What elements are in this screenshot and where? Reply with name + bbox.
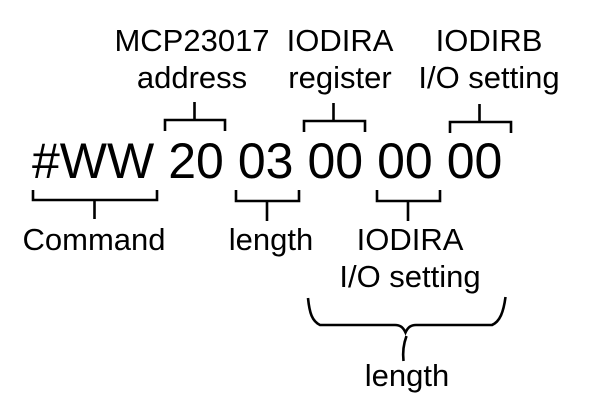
label-mcp23017-address-line2: address bbox=[136, 60, 248, 95]
command-string: #WW 20 03 00 00 00 bbox=[32, 136, 502, 186]
label-iodirb-setting-line2: I/O setting bbox=[418, 60, 560, 95]
token-length: 03 bbox=[237, 133, 294, 189]
label-iodira-setting-line1: IODIRA bbox=[356, 222, 464, 257]
bottom-bracket-length bbox=[234, 190, 301, 221]
label-iodira-register-line1: IODIRA bbox=[286, 23, 394, 58]
label-total-length: length bbox=[365, 357, 449, 394]
label-iodira-register: IODIRA register bbox=[287, 22, 394, 96]
label-length: length bbox=[229, 221, 313, 258]
bottom-bracket-iodira-setting bbox=[375, 190, 442, 221]
top-bracket-address bbox=[163, 102, 227, 131]
label-iodira-register-line2: register bbox=[288, 60, 392, 95]
label-total-length-line1: length bbox=[364, 358, 450, 393]
token-command: #WW bbox=[32, 133, 155, 189]
top-bracket-register bbox=[302, 103, 367, 132]
label-iodira-setting: IODIRA I/O setting bbox=[339, 221, 480, 295]
token-address: 20 bbox=[168, 133, 224, 189]
bottom-bracket-command bbox=[31, 190, 159, 219]
label-iodira-setting-line2: I/O setting bbox=[339, 259, 481, 294]
token-iodirb-setting: 00 bbox=[446, 133, 503, 189]
label-command-line1: Command bbox=[22, 222, 166, 257]
bottom-brace-total-length bbox=[306, 296, 507, 336]
label-mcp23017-address-line1: MCP23017 bbox=[114, 23, 270, 58]
token-iodira-setting: 00 bbox=[377, 133, 433, 189]
token-iodira-register: 00 bbox=[307, 133, 364, 189]
label-command: Command bbox=[23, 221, 166, 258]
label-length-line1: length bbox=[228, 222, 314, 257]
label-iodirb-setting-line1: IODIRB bbox=[435, 23, 543, 58]
label-mcp23017-address: MCP23017 address bbox=[114, 22, 269, 96]
label-iodirb-setting: IODIRB I/O setting bbox=[418, 22, 559, 96]
top-bracket-iodirb-setting bbox=[448, 104, 513, 133]
